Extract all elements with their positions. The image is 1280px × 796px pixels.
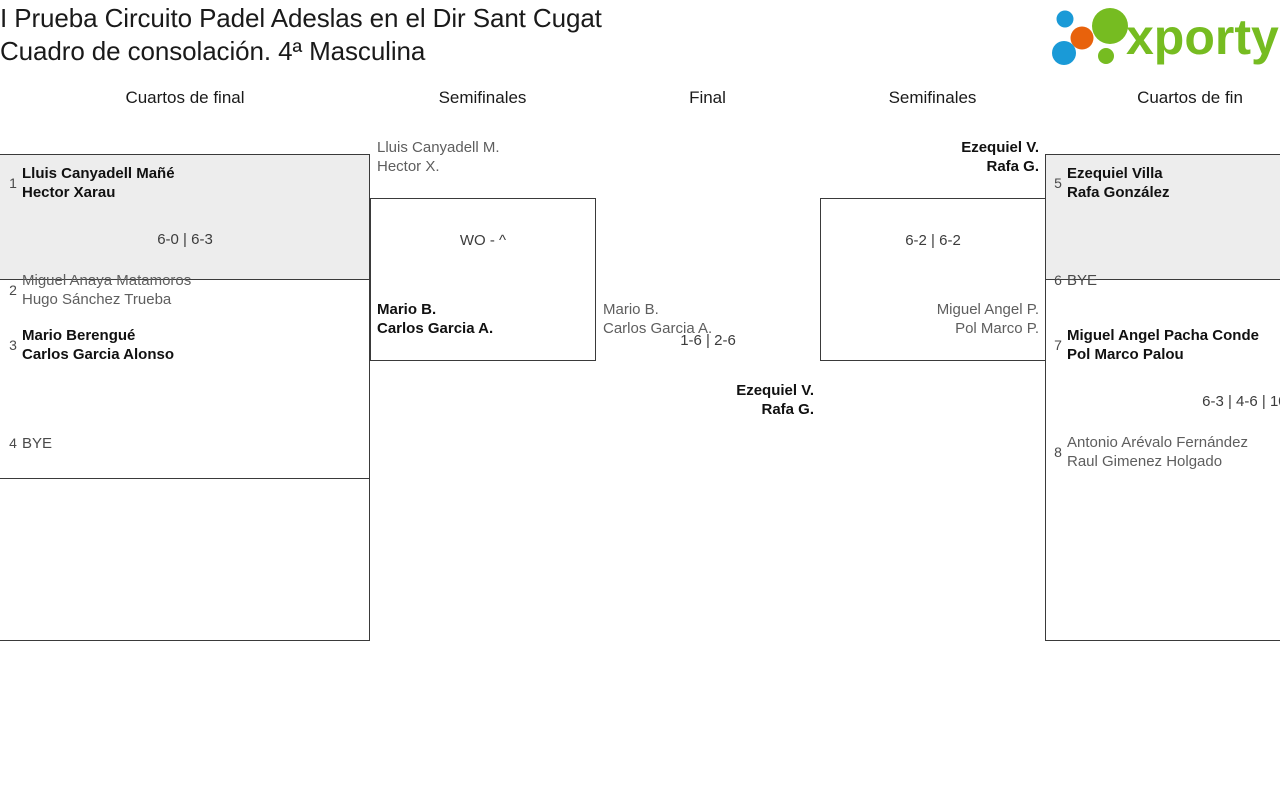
right-quarterfinals-box <box>1045 154 1280 641</box>
team-right-qf1-bottom[interactable]: 6 BYE <box>1049 271 1097 290</box>
team-left-qf2-bottom[interactable]: 4 BYE <box>4 434 52 453</box>
player-name-2: Hector Xarau <box>22 184 116 201</box>
player-name-1: Ezequiel V. <box>961 139 1039 156</box>
right-qf-divider <box>1045 279 1280 280</box>
team-left-qf1-top[interactable]: 1 Lluis Canyadell Mañé Hector Xarau <box>4 164 175 202</box>
bracket: 1 Lluis Canyadell Mañé Hector Xarau 6-0 … <box>0 118 1280 718</box>
team-final-top[interactable]: Mario B. Carlos Garcia A. <box>603 300 712 338</box>
xporty-logo[interactable]: xporty <box>1048 4 1280 70</box>
left-qf-divider <box>0 279 370 280</box>
right-qf-match-1-shade <box>1046 155 1280 279</box>
team-left-sf-bottom[interactable]: Mario B. Carlos Garcia A. <box>377 300 493 338</box>
round-header-final: Final <box>689 88 726 107</box>
player-name-2: Rafa G. <box>761 401 814 418</box>
player-name-1: Miguel Angel P. <box>936 301 1039 318</box>
player-name-2: Carlos Garcia A. <box>603 320 713 337</box>
player-name-1: Miguel Anaya Matamoros <box>22 272 192 289</box>
player-name-1: Lluis Canyadell M. <box>377 139 500 156</box>
logo-dot-green-small <box>1098 48 1114 64</box>
player-name-2: Pol Marco Palou <box>1067 346 1184 363</box>
team-right-qf2-top[interactable]: 7 Miguel Angel Pacha Conde Pol Marco Pal… <box>1049 326 1259 364</box>
seed-number: 6 <box>1054 272 1062 288</box>
team-left-qf1-bottom[interactable]: 2 Miguel Anaya Matamoros Hugo Sánchez Tr… <box>4 271 191 309</box>
logo-dot-blue-top <box>1056 10 1074 28</box>
seed-number: 2 <box>9 282 17 298</box>
seed-number: 3 <box>9 337 17 353</box>
team-left-sf-top[interactable]: Lluis Canyadell M. Hector X. <box>377 138 500 176</box>
round-header-left-semifinals: Semifinales <box>438 88 527 107</box>
player-name-1: Mario Berengué <box>22 327 136 344</box>
seed-number: 7 <box>1054 337 1062 353</box>
score-left-semifinal: WO - ^ <box>459 232 507 249</box>
seed-number: 8 <box>1054 444 1062 460</box>
logo-dot-blue-bottom <box>1052 41 1076 65</box>
player-name-2: Hector X. <box>377 158 440 175</box>
logo-dot-green-large <box>1092 8 1128 44</box>
seed-number: 4 <box>9 435 17 451</box>
logo-wordmark: xporty <box>1126 9 1279 65</box>
player-name-1: Antonio Arévalo Fernández <box>1067 434 1248 451</box>
score-left-qf1: 6-0 | 6-3 <box>157 231 213 248</box>
team-right-sf-bottom[interactable]: Miguel Angel P. Pol Marco P. <box>820 300 1039 338</box>
page-header: I Prueba Circuito Padel Adeslas en el Di… <box>0 0 1280 88</box>
player-name-1: Mario B. <box>603 301 659 318</box>
title-line-2: Cuadro de consolación. 4ª Masculina <box>0 36 426 66</box>
player-name-2: Rafa G. <box>986 158 1039 175</box>
team-right-sf-top[interactable]: Ezequiel V. Rafa G. <box>820 138 1039 176</box>
player-name-2: Pol Marco P. <box>955 320 1039 337</box>
team-right-qf2-bottom[interactable]: 8 Antonio Arévalo Fernández Raul Gimenez… <box>1049 433 1248 471</box>
round-header-left-quarterfinals: Cuartos de final <box>125 88 245 107</box>
player-name-1: BYE <box>22 435 53 452</box>
player-name-1: Ezequiel V. <box>736 382 814 399</box>
team-left-qf2-top[interactable]: 3 Mario Berengué Carlos Garcia Alonso <box>4 326 174 364</box>
player-name-2: Raul Gimenez Holgado <box>1067 453 1223 470</box>
player-name-1: Ezequiel Villa <box>1067 165 1163 182</box>
team-final-bottom[interactable]: Ezequiel V. Rafa G. <box>595 381 814 419</box>
player-name-1: Mario B. <box>377 301 437 318</box>
round-header-right-quarterfinals: Cuartos de fin <box>1137 88 1243 107</box>
player-name-2: Rafa González <box>1067 184 1170 201</box>
score-final: 1-6 | 2-6 <box>680 332 736 349</box>
seed-number: 1 <box>9 175 17 191</box>
round-header-right-semifinals: Semifinales <box>888 88 977 107</box>
left-quarterfinals-box-lower <box>0 154 370 641</box>
title-line-1: I Prueba Circuito Padel Adeslas en el Di… <box>0 3 602 33</box>
round-headers: Cuartos de final Semifinales Final Semif… <box>0 88 1280 118</box>
player-name-2: Hugo Sánchez Trueba <box>22 291 172 308</box>
score-right-qf2: 6-3 | 4-6 | 10-6 <box>1202 393 1280 410</box>
seed-number: 5 <box>1054 175 1062 191</box>
player-name-2: Carlos Garcia Alonso <box>22 346 174 363</box>
score-right-semifinal: 6-2 | 6-2 <box>905 232 961 249</box>
player-name-1: BYE <box>1067 272 1098 289</box>
player-name-2: Carlos Garcia A. <box>377 320 494 337</box>
logo-dot-orange <box>1070 26 1094 50</box>
left-qf-match-1-shade <box>0 155 369 279</box>
page-title: I Prueba Circuito Padel Adeslas en el Di… <box>0 2 602 68</box>
player-name-1: Miguel Angel Pacha Conde <box>1067 327 1259 344</box>
left-semifinal-box <box>370 198 596 361</box>
team-right-qf1-top[interactable]: 5 Ezequiel Villa Rafa González <box>1049 164 1170 202</box>
player-name-1: Lluis Canyadell Mañé <box>22 165 175 182</box>
